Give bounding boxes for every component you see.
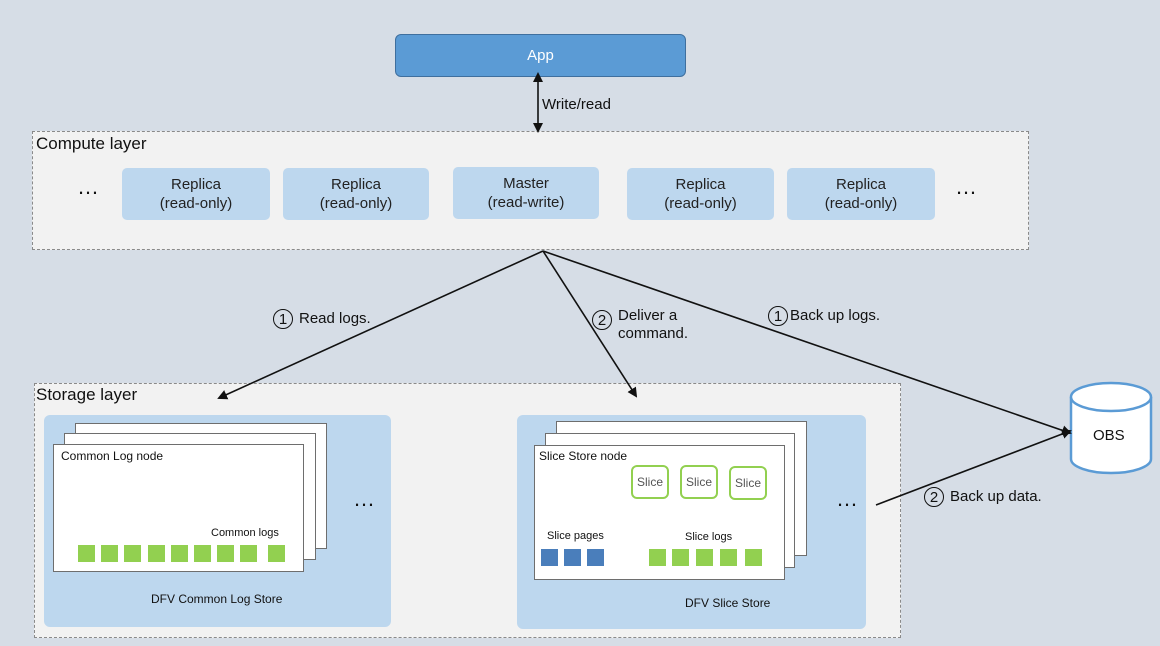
storage-layer-title: Storage layer [36,385,138,404]
compute-layer-title: Compute layer [36,134,147,153]
flow-text-line2: command. [618,325,689,342]
node-mode: (read-only) [824,195,898,212]
step-number: 1 [768,306,788,326]
replica-node-3[interactable]: Replica (read-only) [627,168,774,220]
slice-box[interactable]: Slice [680,465,718,499]
slice-logs-label: Slice logs [685,531,733,543]
slice-page-block [587,549,604,566]
write-read-label: Write/read [542,96,611,113]
app-box[interactable]: App [395,34,686,77]
common-log-block [101,545,118,562]
flow-text-line1: Deliver a [618,307,678,324]
common-log-block [78,545,95,562]
master-node[interactable]: Master (read-write) [453,167,599,219]
slice-store-node-title: Slice Store node [539,449,628,463]
common-log-block [217,545,234,562]
slice-log-block [696,549,713,566]
slice-log-block [745,549,762,566]
slice-box[interactable]: Slice [729,466,767,500]
common-log-block [194,545,211,562]
slice-store-label: DFV Slice Store [685,596,771,610]
backup-data-label: 2 Back up data. [924,487,1042,507]
common-log-block [240,545,257,562]
node-mode: (read-only) [159,195,233,212]
node-mode: (read-only) [319,195,393,212]
obs-cylinder-icon[interactable] [1068,380,1154,476]
common-log-block [148,545,165,562]
node-name: Replica [170,176,222,193]
common-log-store-label: DFV Common Log Store [151,592,283,606]
compute-ellipsis-right: … [955,174,978,199]
slice-log-block [649,549,666,566]
node-mode: (read-only) [664,195,737,212]
storage-ellipsis-2: … [836,486,859,511]
slice-page-block [541,549,558,566]
common-log-block [124,545,141,562]
slice-log-block [672,549,689,566]
node-name: Replica [675,176,726,193]
slice-box[interactable]: Slice [631,465,669,499]
common-log-block [171,545,188,562]
backup-data-arrow [875,429,1072,506]
read-logs-arrow [217,250,544,400]
step-number: 2 [924,487,944,507]
step-number: 2 [592,310,612,330]
node-name: Replica [835,176,887,193]
slice-page-block [564,549,581,566]
node-name: Master [503,175,549,192]
obs-label: OBS [1093,427,1125,444]
common-logs-label: Common logs [211,527,279,539]
compute-ellipsis-left: … [77,174,100,199]
app-label: App [527,47,554,64]
storage-ellipsis-1: … [353,486,376,511]
slice-log-block [720,549,737,566]
common-log-node-title: Common Log node [61,449,164,463]
replica-node-1[interactable]: Replica (read-only) [122,168,270,220]
backup-logs-arrow [542,250,1072,436]
step-number: 1 [273,309,293,329]
node-name: Replica [330,176,382,193]
replica-node-4[interactable]: Replica (read-only) [787,168,935,220]
flow-text: Back up logs. [790,306,881,324]
common-log-block [268,545,285,562]
flow-text: Back up data. [950,487,1042,505]
read-logs-label: 1 Read logs. [273,309,371,329]
flow-text: Read logs. [299,309,371,327]
deliver-command-arrow [542,250,638,398]
node-mode: (read-write) [487,194,565,211]
replica-node-2[interactable]: Replica (read-only) [283,168,429,220]
slice-pages-label: Slice pages [547,530,604,542]
